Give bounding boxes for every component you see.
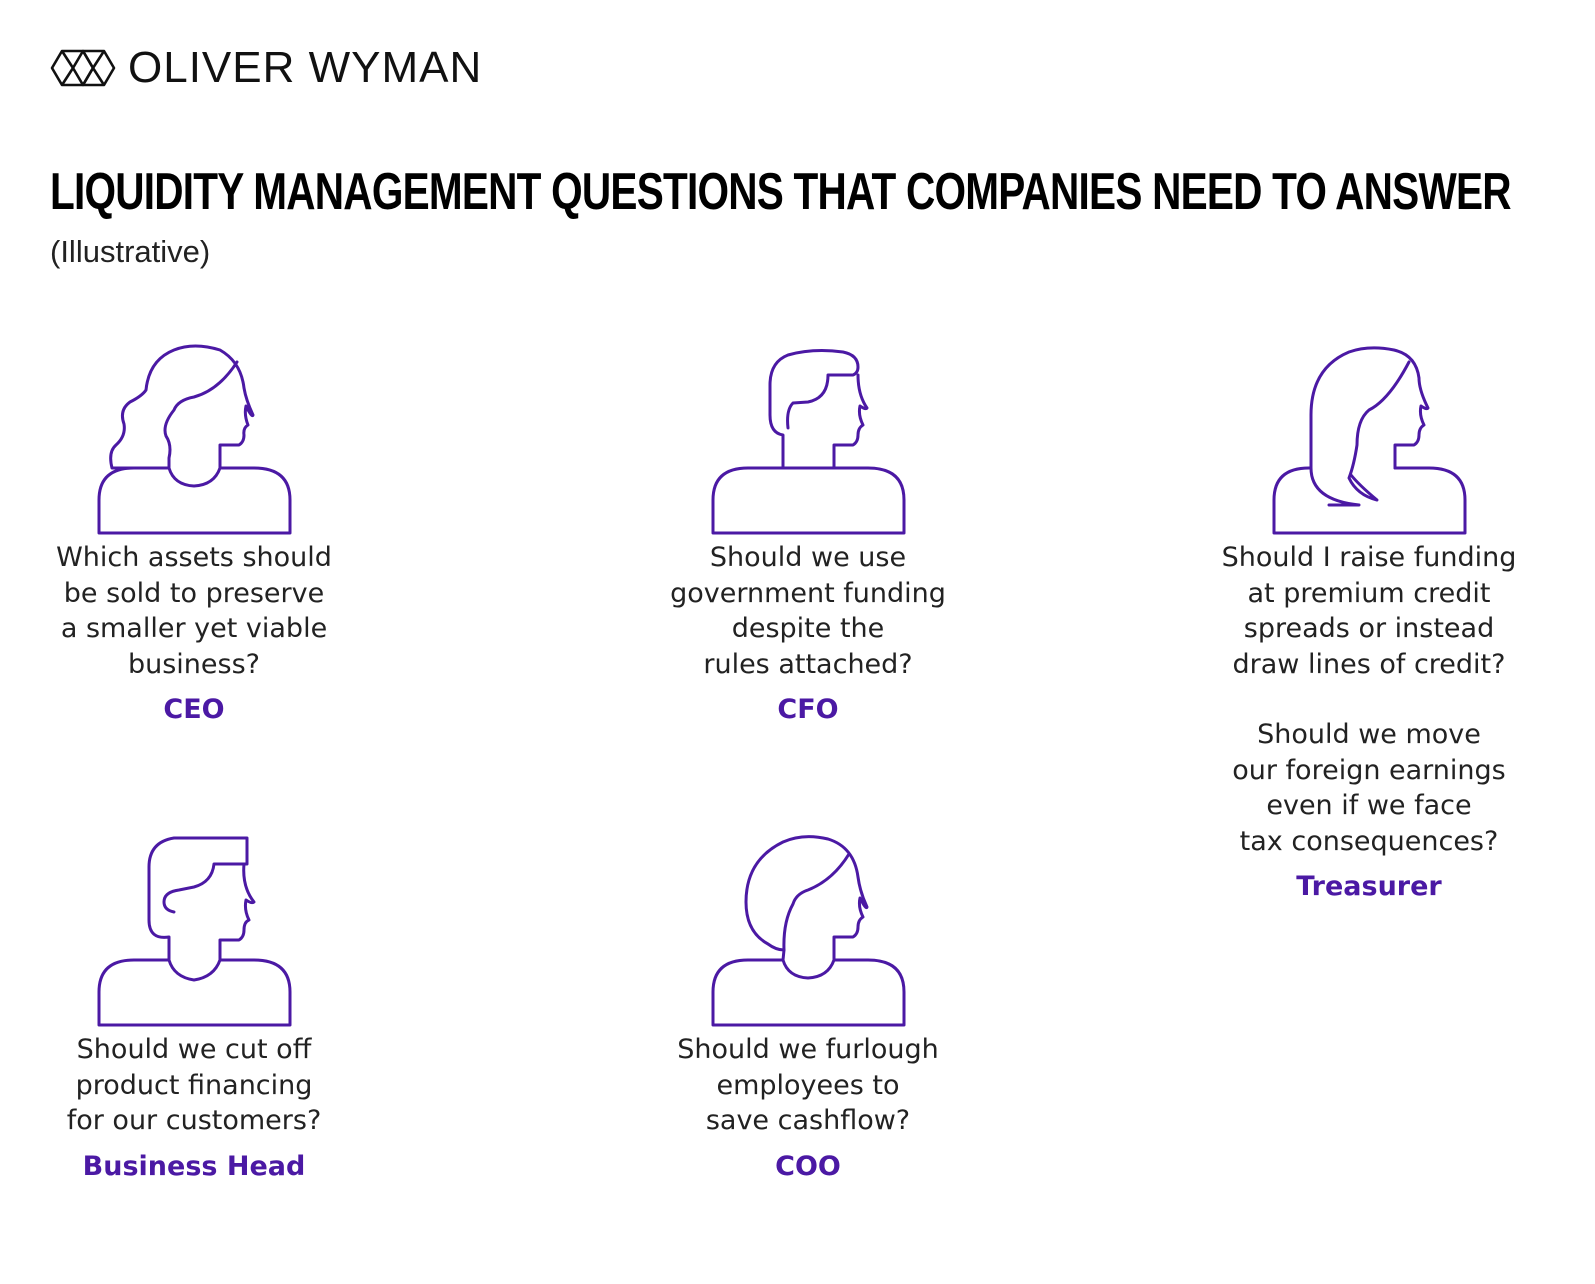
- role-label-business-head: Business Head: [82, 1150, 306, 1182]
- page-title: LIQUIDITY MANAGEMENT QUESTIONS THAT COMP…: [50, 163, 1512, 221]
- man-quiff-hair-icon: [97, 836, 292, 1027]
- question-text: Which assets should be sold to preserve …: [56, 542, 332, 680]
- man-short-hair-icon: [711, 349, 906, 535]
- role-card-ceo: Which assets should be sold to preserve …: [4, 340, 384, 728]
- brand-logo: OLIVER WYMAN: [50, 44, 482, 92]
- question-text: Should we furlough employees to save cas…: [677, 1034, 939, 1136]
- oliver-wyman-hexagon-logo: [50, 49, 116, 87]
- woman-wavy-hair-icon: [97, 344, 292, 535]
- question-text: Should we cut off product financing for …: [66, 1034, 322, 1136]
- role-card-cfo: Should we use government funding despite…: [618, 340, 998, 728]
- role-label-coo: COO: [775, 1150, 841, 1182]
- role-card-business-head: Should we cut off product financing for …: [4, 832, 384, 1185]
- brand-name: OLIVER WYMAN: [128, 43, 483, 92]
- page-subtitle: (Illustrative): [50, 234, 211, 269]
- role-card-treasurer: Should I raise funding at premium credit…: [1179, 340, 1559, 905]
- question-text: Should we use government funding despite…: [670, 542, 946, 680]
- woman-long-hair-icon: [1272, 346, 1467, 535]
- woman-bob-hair-icon: [711, 835, 906, 1027]
- role-label-treasurer: Treasurer: [1296, 871, 1442, 902]
- role-card-coo: Should we furlough employees to save cas…: [618, 832, 998, 1185]
- question-text: Should I raise funding at premium credit…: [1221, 542, 1517, 680]
- role-label-cfo: CFO: [777, 694, 839, 725]
- role-label-ceo: CEO: [163, 694, 225, 725]
- question-text-2: Should we move our foreign earnings even…: [1232, 719, 1506, 857]
